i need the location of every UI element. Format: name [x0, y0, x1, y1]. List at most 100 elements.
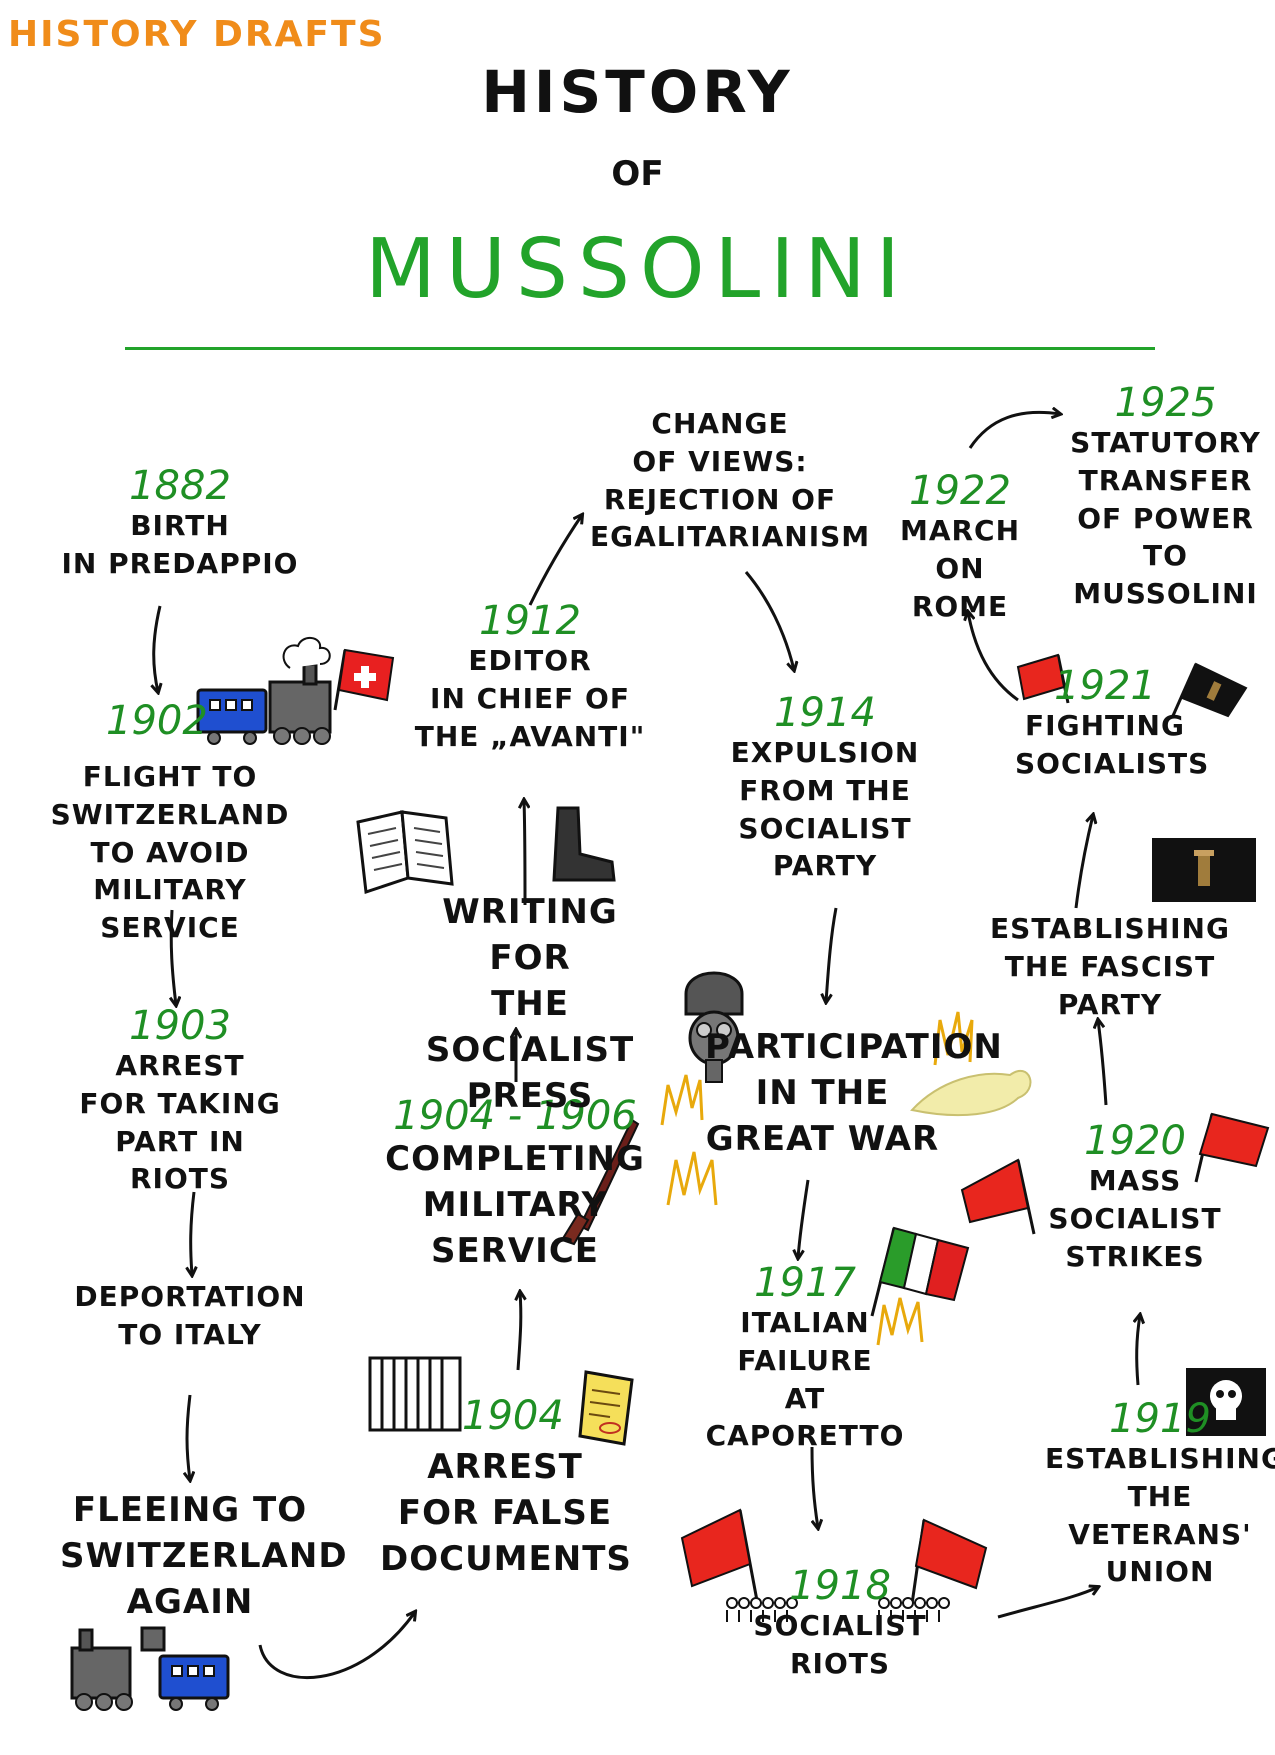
- red-flag-icon: [910, 1518, 988, 1605]
- event-1917: 1917 ITALIAN FAILURE AT CAPORETTO: [680, 1262, 930, 1455]
- train-icon: [70, 1626, 230, 1711]
- arrow-deportation-fleeing: [187, 1394, 190, 1480]
- event-1918: 1918 SOCIALIST RIOTS: [745, 1565, 935, 1683]
- arrow-fascist-1921: [1074, 815, 1093, 909]
- prison-bars-icon: [368, 1356, 462, 1432]
- arrow-1912-views: [528, 515, 582, 606]
- event-1903: 1903 ARREST FOR TAKING PART IN RIOTS: [60, 1005, 300, 1198]
- arrow-fleeing-1904: [258, 1612, 415, 1680]
- event-year: 1921: [1054, 663, 1156, 709]
- event-1914: 1914 EXPULSION FROM THE SOCIALIST PARTY: [715, 692, 935, 885]
- event-deportation: DEPORTATION TO ITALY: [60, 1278, 320, 1354]
- event-1912: 1912 EDITOR IN CHIEF OF THE „AVANTI": [405, 600, 655, 755]
- explosion-icon: [660, 1011, 974, 1346]
- event-label: EXPULSION FROM THE SOCIALIST PARTY: [730, 736, 920, 883]
- arrow-1914-war: [826, 907, 838, 1002]
- page-title-line3: MUSSOLINI: [365, 222, 910, 317]
- event-label: CHANGE OF VIEWS: REJECTION OF EGALITARIA…: [590, 407, 871, 554]
- event-label: ARREST FOR TAKING PART IN RIOTS: [79, 1049, 281, 1196]
- event-year: 1918: [789, 1563, 891, 1609]
- black-flag-icon: [1152, 838, 1256, 902]
- event-year: 1912: [479, 598, 581, 644]
- event-fleeing-again: FLEEING TO SWITZERLAND AGAIN: [60, 1488, 348, 1626]
- event-year: 1882: [129, 463, 231, 509]
- event-1921: 1921 FIGHTING SOCIALISTS: [1015, 663, 1210, 783]
- event-socialist-press: WRITING FOR THE SOCIALIST PRESS: [400, 890, 660, 1119]
- arrow-war-1917: [798, 1179, 810, 1258]
- event-great-war: PARTICIPATION IN THE GREAT WAR: [705, 1025, 1003, 1163]
- arrow-1917-1918: [810, 1446, 818, 1528]
- event-1919: 1919 ESTABLISHING THE VETERANS' UNION: [1045, 1398, 1275, 1591]
- title-divider: [125, 347, 1155, 350]
- event-label: FLIGHT TO SWITZERLAND TO AVOID MILITARY …: [50, 760, 290, 945]
- event-1904-1906: 1904 - 1906 COMPLETING MILITARY SERVICE: [375, 1095, 655, 1275]
- event-change-of-views: CHANGE OF VIEWS: REJECTION OF EGALITARIA…: [590, 405, 871, 556]
- event-year: 1925: [1114, 380, 1217, 426]
- event-1904: ARREST FOR FALSE DOCUMENTS: [380, 1445, 632, 1583]
- event-label: DEPORTATION TO ITALY: [74, 1280, 306, 1351]
- event-label: STATUTORY TRANSFER OF POWER TO MUSSOLINI: [1070, 426, 1261, 611]
- train-icon: [196, 637, 332, 745]
- event-1882: 1882 BIRTH IN PREDAPPIO: [60, 465, 300, 583]
- red-flag-icon: [960, 1158, 1036, 1235]
- gas-mask-icon: [684, 971, 744, 1083]
- event-label: MARCH ON ROME: [899, 514, 1021, 623]
- boot-icon: [552, 806, 616, 882]
- arrow-1904-military: [518, 1292, 521, 1371]
- event-label: ARREST FOR FALSE DOCUMENTS: [380, 1447, 632, 1579]
- arrow-1882-1902: [154, 605, 160, 692]
- brand-title: HISTORY DRAFTS: [8, 14, 386, 55]
- event-year: 1922: [909, 468, 1011, 514]
- event-label: PARTICIPATION IN THE GREAT WAR: [705, 1027, 1003, 1159]
- swiss-flag-icon: [333, 648, 395, 711]
- red-flag-icon: [1016, 653, 1070, 704]
- arrow-1918-1919: [997, 1587, 1098, 1619]
- black-flag-icon: [1170, 662, 1248, 719]
- document-icon: [578, 1370, 634, 1446]
- event-1904-year: 1904: [462, 1395, 572, 1437]
- arrow-1902-1903: [171, 909, 176, 1005]
- event-label: ITALIAN FAILURE AT CAPORETTO: [705, 1306, 905, 1453]
- smoke-icon: [910, 1069, 1032, 1117]
- event-label: ESTABLISHING THE VETERANS' UNION: [1045, 1442, 1275, 1589]
- event-label: SOCIALIST RIOTS: [753, 1609, 927, 1680]
- arrow-1921-1922: [968, 612, 1019, 702]
- event-year: 1919: [1109, 1396, 1211, 1442]
- event-1925: 1925 STATUTORY TRANSFER OF POWER TO MUSS…: [1058, 382, 1273, 613]
- flow-arrows: [154, 412, 1140, 1680]
- event-year: 1904 - 1906: [393, 1093, 637, 1139]
- event-year: 1903: [129, 1003, 231, 1049]
- red-flag-icon: [1194, 1112, 1270, 1183]
- arrow-views-1914: [744, 571, 794, 670]
- arrow-1919-1920: [1137, 1315, 1140, 1386]
- arrow-1922-1925: [968, 412, 1060, 449]
- event-label: WRITING FOR THE SOCIALIST PRESS: [425, 892, 635, 1116]
- newspaper-icon: [356, 810, 454, 895]
- page-title-line1: HISTORY: [481, 58, 794, 126]
- event-1902-year: 1902: [106, 698, 208, 744]
- rifle-icon: [560, 1118, 640, 1246]
- arrow-1903-deportation: [191, 1191, 194, 1275]
- event-label: MASS SOCIALIST STRIKES: [1048, 1164, 1222, 1273]
- event-label: FIGHTING SOCIALISTS: [1015, 709, 1210, 780]
- italian-flag-icon: [870, 1226, 970, 1317]
- event-fascist-party: ESTABLISHING THE FASCIST PARTY: [950, 910, 1270, 1023]
- event-year: 1914: [774, 690, 876, 736]
- event-year: 1904: [462, 1393, 564, 1439]
- event-year: 1920: [1084, 1118, 1186, 1164]
- page-title-line2: OF: [611, 154, 664, 194]
- event-1922: 1922 MARCH ON ROME: [885, 470, 1035, 625]
- event-1902: FLIGHT TO SWITZERLAND TO AVOID MILITARY …: [30, 758, 310, 947]
- event-label: EDITOR IN CHIEF OF THE „AVANTI": [414, 644, 646, 753]
- event-year: 1917: [754, 1260, 856, 1306]
- arrow-press-1912: [524, 800, 525, 906]
- crowd-icon: [878, 1597, 950, 1622]
- crowd-icon: [726, 1597, 798, 1622]
- event-year: 1902: [106, 698, 208, 744]
- event-label: FLEEING TO SWITZERLAND AGAIN: [60, 1490, 348, 1622]
- event-label: COMPLETING MILITARY SERVICE: [385, 1139, 645, 1271]
- red-flag-icon: [680, 1508, 760, 1607]
- event-label: BIRTH IN PREDAPPIO: [61, 509, 299, 580]
- skull-flag-icon: [1186, 1368, 1266, 1436]
